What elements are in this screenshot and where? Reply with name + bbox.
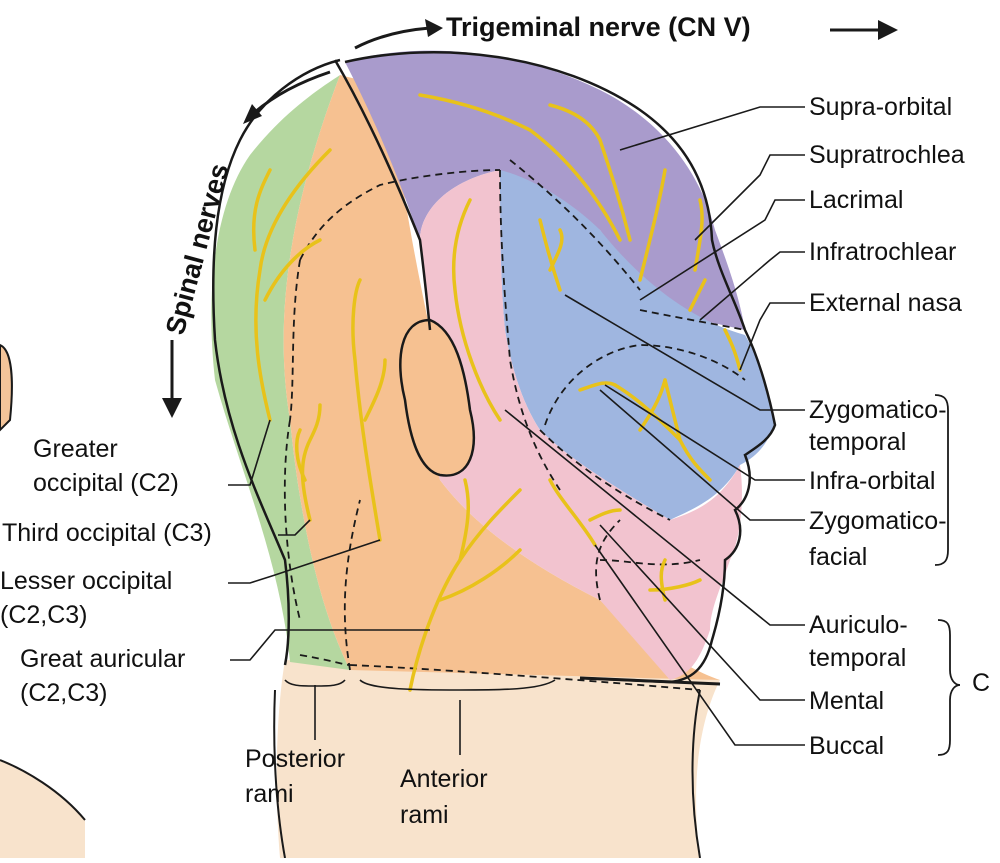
label-great-auricular-2: (C2,C3) [20, 678, 108, 709]
label-mental: Mental [809, 686, 884, 717]
label-greater-occipital-1: Greater [33, 434, 118, 465]
adjacent-figure [0, 345, 12, 430]
label-posterior-rami-1: Posterior [245, 744, 345, 775]
label-anterior-rami-2: rami [400, 800, 449, 831]
label-zygomaticofacial-2: facial [809, 542, 867, 573]
label-zygomaticotemporal-1: Zygomatico- [809, 395, 947, 426]
label-third-occipital: Third occipital (C3) [2, 518, 212, 549]
label-auriculotemporal-1: Auriculo- [809, 610, 908, 641]
label-lesser-occipital-1: Lesser occipital [0, 566, 172, 597]
label-zygomaticofacial-1: Zygomatico- [809, 506, 947, 537]
adjacent-figure-lower [0, 760, 85, 858]
label-lacrimal: Lacrimal [809, 185, 903, 216]
diagram-title: Trigeminal nerve (CN V) [446, 12, 751, 43]
label-bracket-c: C [972, 668, 990, 699]
label-buccal: Buccal [809, 731, 884, 762]
label-greater-occipital-2: occipital (C2) [33, 468, 179, 499]
label-posterior-rami-2: rami [245, 779, 294, 810]
label-supratrochlear: Supratrochlea [809, 140, 965, 171]
right-braces [935, 395, 960, 755]
label-lesser-occipital-2: (C2,C3) [0, 600, 88, 631]
label-external-nasal: External nasa [809, 288, 962, 319]
label-infratrochlear: Infratrochlear [809, 237, 956, 268]
label-supra-orbital: Supra-orbital [809, 92, 952, 123]
label-zygomaticotemporal-2: temporal [809, 427, 906, 458]
label-great-auricular-1: Great auricular [20, 644, 185, 675]
label-anterior-rami-1: Anterior [400, 764, 488, 795]
label-auriculotemporal-2: temporal [809, 643, 906, 674]
label-infra-orbital: Infra-orbital [809, 466, 935, 497]
